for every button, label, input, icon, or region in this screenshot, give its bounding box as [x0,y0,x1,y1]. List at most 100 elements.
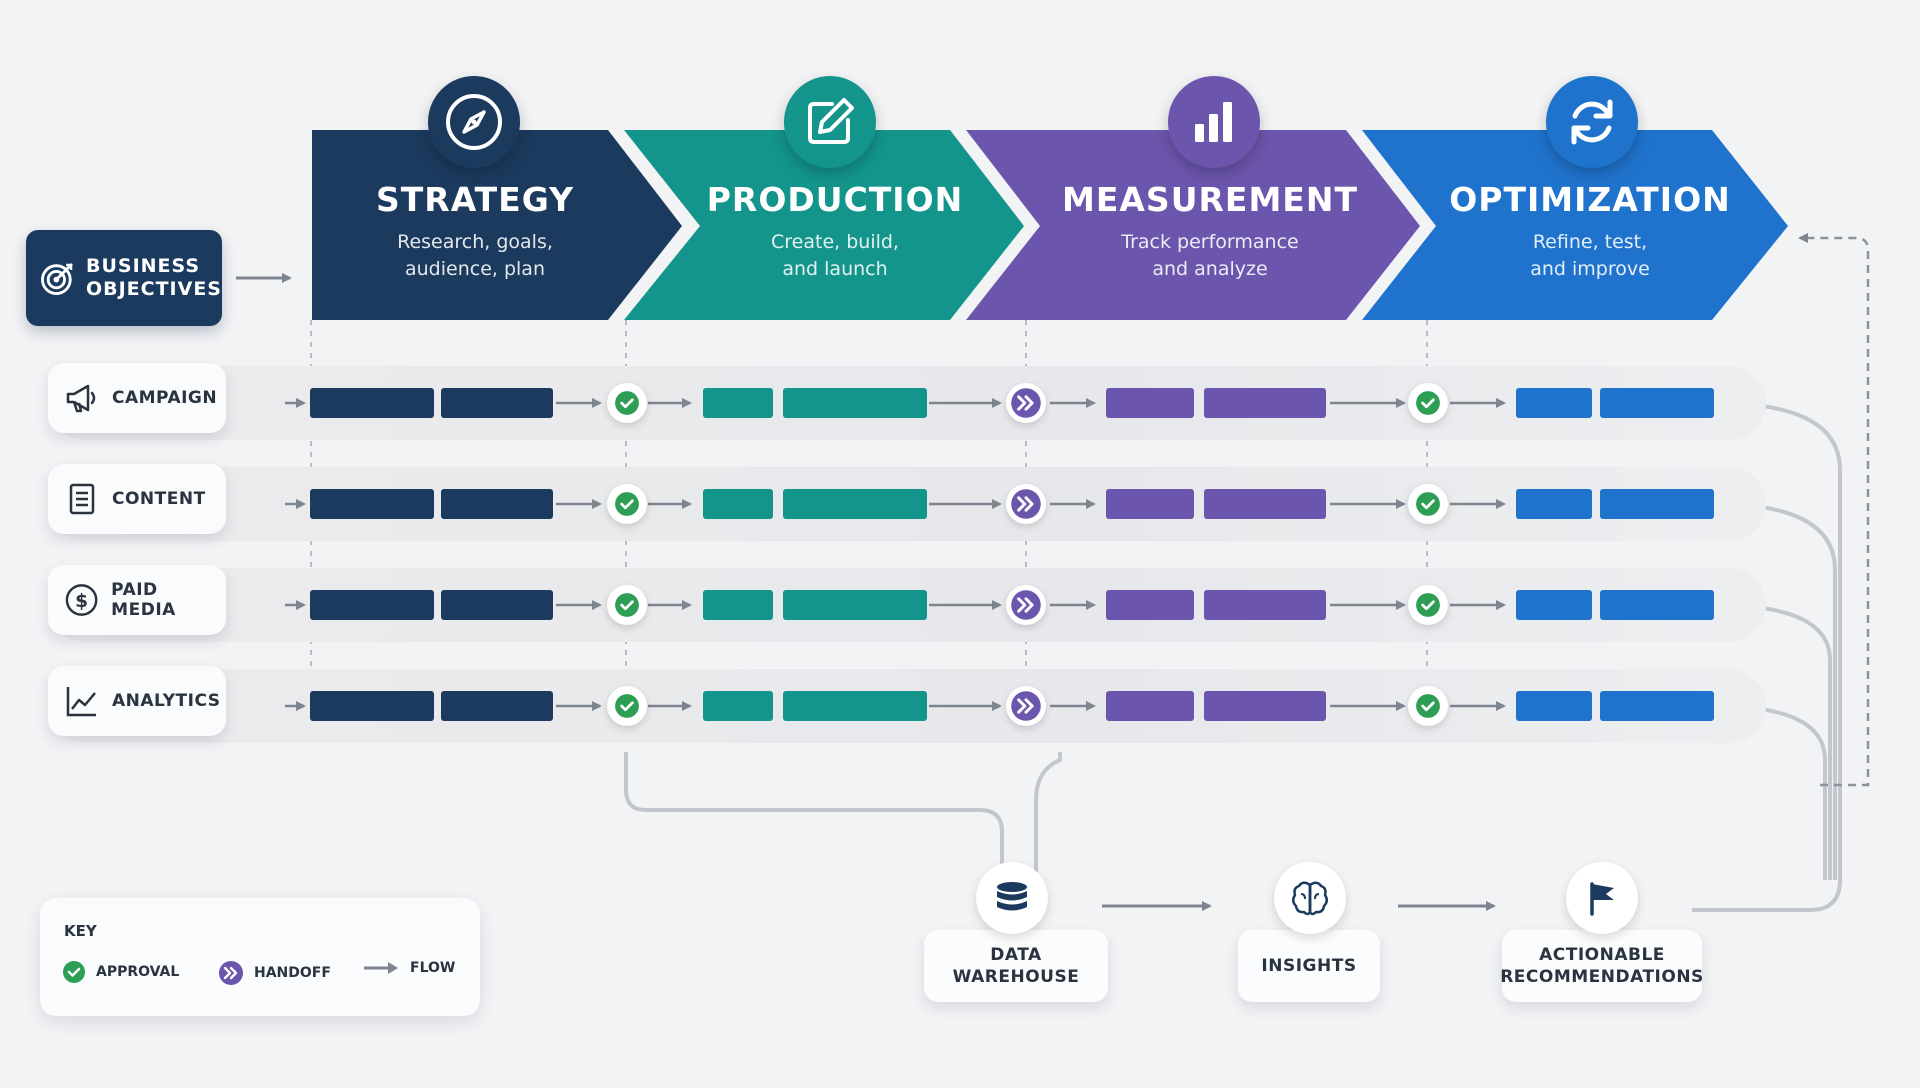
strategy-title: STRATEGY [376,180,574,219]
handoff-chevrons-icon [1011,590,1041,620]
task-bar[interactable] [703,590,773,620]
task-bar[interactable] [1204,489,1326,519]
task-bar[interactable] [1204,590,1326,620]
business-label-line1: BUSINESS [85,255,201,277]
task-bar[interactable] [310,489,434,519]
approval-node[interactable] [1408,686,1448,726]
measurement-desc-line1: Track performance [1121,231,1299,253]
flow-arrow-icon [364,962,398,974]
measurement-header: MEASUREMENT Track performance and analyz… [1060,180,1360,283]
task-bar[interactable] [310,388,434,418]
task-bar[interactable] [1600,590,1714,620]
row-label-text: CONTENT [112,489,206,509]
approval-check-icon [615,492,639,516]
handoff-chevrons-icon [1011,489,1041,519]
strategy-desc-line2: audience, plan [405,258,545,280]
chevron-strategy [312,130,682,320]
handoff-node[interactable] [1006,484,1046,524]
task-bar[interactable] [783,691,927,721]
optimization-title: OPTIMIZATION [1449,180,1731,219]
row-label-text: PAID MEDIA [111,580,176,620]
legend-title: KEY [64,922,97,940]
task-bar[interactable] [703,388,773,418]
optimization-header: OPTIMIZATION Refine, test, and improve [1440,180,1740,283]
task-bar[interactable] [310,590,434,620]
recommendations-label: ACTIONABLE RECOMMENDATIONS [1500,944,1704,988]
task-bar[interactable] [1600,388,1714,418]
task-bar[interactable] [1106,388,1194,418]
legend-key: KEY APPROVAL HANDOFF FLOW [40,898,480,1016]
recommendations-box[interactable]: ACTIONABLE RECOMMENDATIONS [1500,930,1704,1002]
task-bar[interactable] [1106,691,1194,721]
task-bar[interactable] [441,691,553,721]
task-bar[interactable] [1516,489,1592,519]
trend-icon [66,687,96,717]
row-label-content[interactable]: CONTENT [48,464,226,534]
legend-handoff: HANDOFF [218,960,331,986]
target-icon [41,263,73,295]
task-bar[interactable] [441,388,553,418]
task-bar[interactable] [1516,590,1592,620]
row-label-campaign[interactable]: CAMPAIGN [48,363,226,433]
task-bar[interactable] [310,691,434,721]
edit-icon [808,98,854,144]
insights-box[interactable]: INSIGHTS [1238,930,1380,1002]
row-label-analytics[interactable]: ANALYTICS [48,666,226,736]
task-bar[interactable] [783,489,927,519]
row-flow-campaign [285,398,1506,408]
data-warehouse-box[interactable]: DATA WAREHOUSE [924,930,1108,1002]
approval-node[interactable] [607,383,647,423]
task-bar[interactable] [441,590,553,620]
task-bar[interactable] [783,590,927,620]
task-bar[interactable] [1106,489,1194,519]
task-bar[interactable] [703,691,773,721]
row-label-text: CAMPAIGN [112,388,218,408]
measurement-badge [1168,76,1260,168]
data-warehouse-icon-wrap [976,862,1048,934]
approval-check-icon [1416,593,1440,617]
production-desc-line2: and launch [782,258,888,280]
approval-check-icon [1416,391,1440,415]
approval-node[interactable] [607,585,647,625]
handoff-node[interactable] [1006,383,1046,423]
task-bar[interactable] [1106,590,1194,620]
legend-flow-label: FLOW [410,960,456,976]
handoff-chevrons-icon [1011,691,1041,721]
approval-node[interactable] [607,686,647,726]
handoff-node[interactable] [1006,686,1046,726]
row-flow-analytics [285,701,1506,711]
insights-label: INSIGHTS [1261,956,1357,976]
approval-node[interactable] [1408,484,1448,524]
production-badge [784,76,876,168]
production-title: PRODUCTION [706,180,964,219]
row-label-paid-media[interactable]: $ PAID MEDIA [48,565,226,635]
row-flow-paid-media [285,600,1506,610]
task-bar[interactable] [1204,388,1326,418]
brain-icon [1292,881,1328,916]
approval-node[interactable] [607,484,647,524]
approval-node[interactable] [1408,383,1448,423]
row-label-text: ANALYTICS [112,691,221,711]
handoff-node[interactable] [1006,585,1046,625]
approval-check-icon [615,593,639,617]
task-bar[interactable] [1204,691,1326,721]
task-bar[interactable] [703,489,773,519]
compass-icon [446,94,502,150]
task-bar[interactable] [1600,691,1714,721]
recommendations-icon-wrap [1566,862,1638,934]
approval-node[interactable] [1408,585,1448,625]
svg-text:$: $ [75,591,88,612]
document-icon [69,483,95,515]
task-bar[interactable] [441,489,553,519]
task-bar[interactable] [783,388,927,418]
business-label-line2: OBJECTIVES [85,278,222,300]
task-bar[interactable] [1600,489,1714,519]
task-bar[interactable] [1516,388,1592,418]
stage-chevrons [312,130,1788,320]
dollar-icon: $ [65,584,98,616]
task-bar[interactable] [1516,691,1592,721]
business-objectives[interactable]: BUSINESS OBJECTIVES [26,230,222,326]
